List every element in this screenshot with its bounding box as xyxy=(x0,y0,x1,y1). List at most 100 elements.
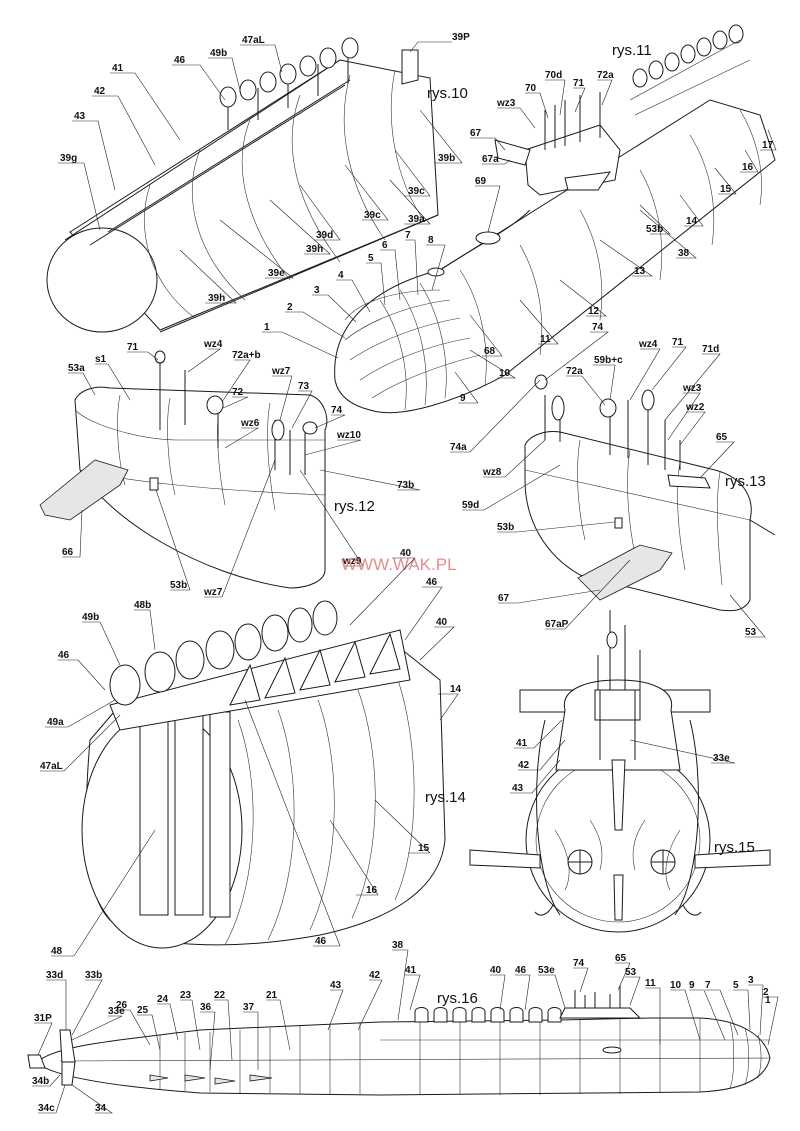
label-rys16-8: 42 xyxy=(369,970,381,981)
label-rys14-1: 46 xyxy=(426,577,438,588)
label-rys13-14: 67aP xyxy=(545,619,569,630)
label-rys11-24: 4 xyxy=(338,270,344,281)
label-rys10-9: 39c xyxy=(408,186,425,197)
label-rys13-12: 53b xyxy=(497,522,514,533)
label-rys10-14: 39e xyxy=(268,268,285,279)
label-rys11-15: 12 xyxy=(588,306,600,317)
label-rys12-14: wz9 xyxy=(342,556,362,567)
label-rys11-21: 7 xyxy=(405,230,411,241)
label-rys13-0: 74 xyxy=(592,322,604,333)
label-rys10-5: 42 xyxy=(94,86,106,97)
label-rys16-2: 40 xyxy=(490,965,502,976)
label-rys10-4: 41 xyxy=(112,63,124,74)
label-rys16-6: 65 xyxy=(615,953,627,964)
label-rys13-2: wz4 xyxy=(638,339,658,350)
label-rys11-12: 53b xyxy=(646,224,663,235)
label-rys11-23: 5 xyxy=(368,253,374,264)
label-rys16-4: 53e xyxy=(538,965,555,976)
label-rys10-11: 39c xyxy=(364,210,381,221)
label-rys16-1: 41 xyxy=(405,965,417,976)
label-rys10-12: 39d xyxy=(316,230,333,241)
label-rys12-10: wz10 xyxy=(336,430,361,441)
label-rys16-24: 34 xyxy=(95,1103,107,1114)
figure-rys16-drawing xyxy=(27,949,779,1114)
watermark: WWW.WAK.PL xyxy=(341,555,457,574)
label-rys11-13: 38 xyxy=(678,248,690,259)
label-rys12-0: 71 xyxy=(127,342,139,353)
label-rys16-20: 33e xyxy=(108,1006,125,1017)
label-rys13-3: 71 xyxy=(672,337,684,348)
label-rys11-10: 15 xyxy=(720,184,732,195)
label-rys10-8: 39b xyxy=(438,153,455,164)
labels-rys11: 70d 71 72a 70 wz3 67 67a 69 17 16 15 14 … xyxy=(264,42,774,404)
label-rys16-7: 53 xyxy=(625,967,637,978)
figure-title-rys15: rys.15 xyxy=(714,839,755,856)
label-rys14-9: 15 xyxy=(418,843,430,854)
label-rys11-26: 2 xyxy=(287,302,293,313)
label-rys16-14: 37 xyxy=(243,1002,255,1013)
label-rys12-5: 72 xyxy=(232,387,244,398)
label-rys13-6: wz3 xyxy=(682,383,702,394)
label-rys16-13: 36 xyxy=(200,1002,212,1013)
label-rys16-11: 22 xyxy=(214,990,226,1001)
label-rys11-8: 17 xyxy=(762,140,774,151)
label-rys16-16: 25 xyxy=(137,1005,149,1016)
label-rys11-27: 1 xyxy=(264,322,270,333)
figure-rys15-drawing xyxy=(469,610,771,933)
fins-rys16 xyxy=(414,1007,562,1023)
label-rys16-31: 2 xyxy=(763,987,769,998)
labels-rys10: 39P 47aL 49b 46 41 42 43 39g 39b 39c 39a… xyxy=(60,32,470,304)
figure-title-rys14: rys.14 xyxy=(425,789,466,806)
label-rys10-2: 49b xyxy=(210,48,227,59)
label-rys10-3: 46 xyxy=(174,55,186,66)
label-rys10-0: 39P xyxy=(452,32,470,43)
label-rys11-9: 16 xyxy=(742,162,754,173)
label-rys12-3: 53a xyxy=(68,363,85,374)
label-rys16-3: 46 xyxy=(515,965,527,976)
label-rys14-0: 40 xyxy=(400,548,412,559)
fins-rys14 xyxy=(109,600,401,706)
label-rys16-0: 38 xyxy=(392,940,404,951)
figure-title-rys13: rys.13 xyxy=(725,473,766,490)
label-rys11-2: 72a xyxy=(597,70,614,81)
label-rys16-28: 7 xyxy=(705,980,711,991)
label-rys16-27: 9 xyxy=(689,980,695,991)
label-rys15-3: 33e xyxy=(713,753,730,764)
label-rys16-23: 34c xyxy=(38,1103,55,1114)
label-rys16-10: 21 xyxy=(266,990,278,1001)
label-rys14-3: 49b xyxy=(82,612,99,623)
label-rys16-25: 11 xyxy=(645,978,656,989)
label-rys12-13: 53b xyxy=(170,580,187,591)
label-rys11-5: 67 xyxy=(470,128,482,139)
label-rys11-3: 70 xyxy=(525,83,537,94)
label-rys14-7: 49a xyxy=(47,717,64,728)
label-rys12-15: wz7 xyxy=(203,587,223,598)
label-rys16-19: 33b xyxy=(85,970,102,981)
label-rys16-29: 5 xyxy=(733,980,739,991)
label-rys13-5: 72a xyxy=(566,366,583,377)
figure-rys11-drawing xyxy=(262,24,777,414)
label-rys10-7: 39g xyxy=(60,153,77,164)
labels-rys12: 71 wz4 72a+b 53a s1 72 wz7 73 74 wz6 wz1… xyxy=(62,339,414,598)
labels-rys15: 41 42 43 33e rys.15 xyxy=(512,738,755,856)
label-rys11-20: 8 xyxy=(428,235,434,246)
label-rys12-8: 74 xyxy=(331,405,343,416)
label-rys11-22: 6 xyxy=(382,240,388,251)
label-rys11-18: 10 xyxy=(499,368,511,379)
label-rys10-6: 43 xyxy=(74,111,86,122)
figure-title-rys11: rys.11 xyxy=(612,42,652,59)
label-rys16-22: 34b xyxy=(32,1076,49,1087)
figure-rys13-drawing xyxy=(450,331,776,638)
figure-rys12-drawing xyxy=(39,348,421,598)
label-rys16-5: 74 xyxy=(573,958,585,969)
label-rys11-19: 9 xyxy=(460,393,466,404)
label-rys13-13: 67 xyxy=(498,593,510,604)
label-rys16-32: 1 xyxy=(765,995,771,1006)
label-rys16-15: 24 xyxy=(157,994,169,1005)
label-rys11-6: 67a xyxy=(482,154,499,165)
label-rys12-4: s1 xyxy=(95,354,107,365)
label-rys13-1: 59b+c xyxy=(594,355,623,366)
labels-rys16: 38 41 40 46 53e 74 65 53 42 43 21 22 23 … xyxy=(32,940,771,1114)
label-rys13-11: 59d xyxy=(462,500,479,511)
